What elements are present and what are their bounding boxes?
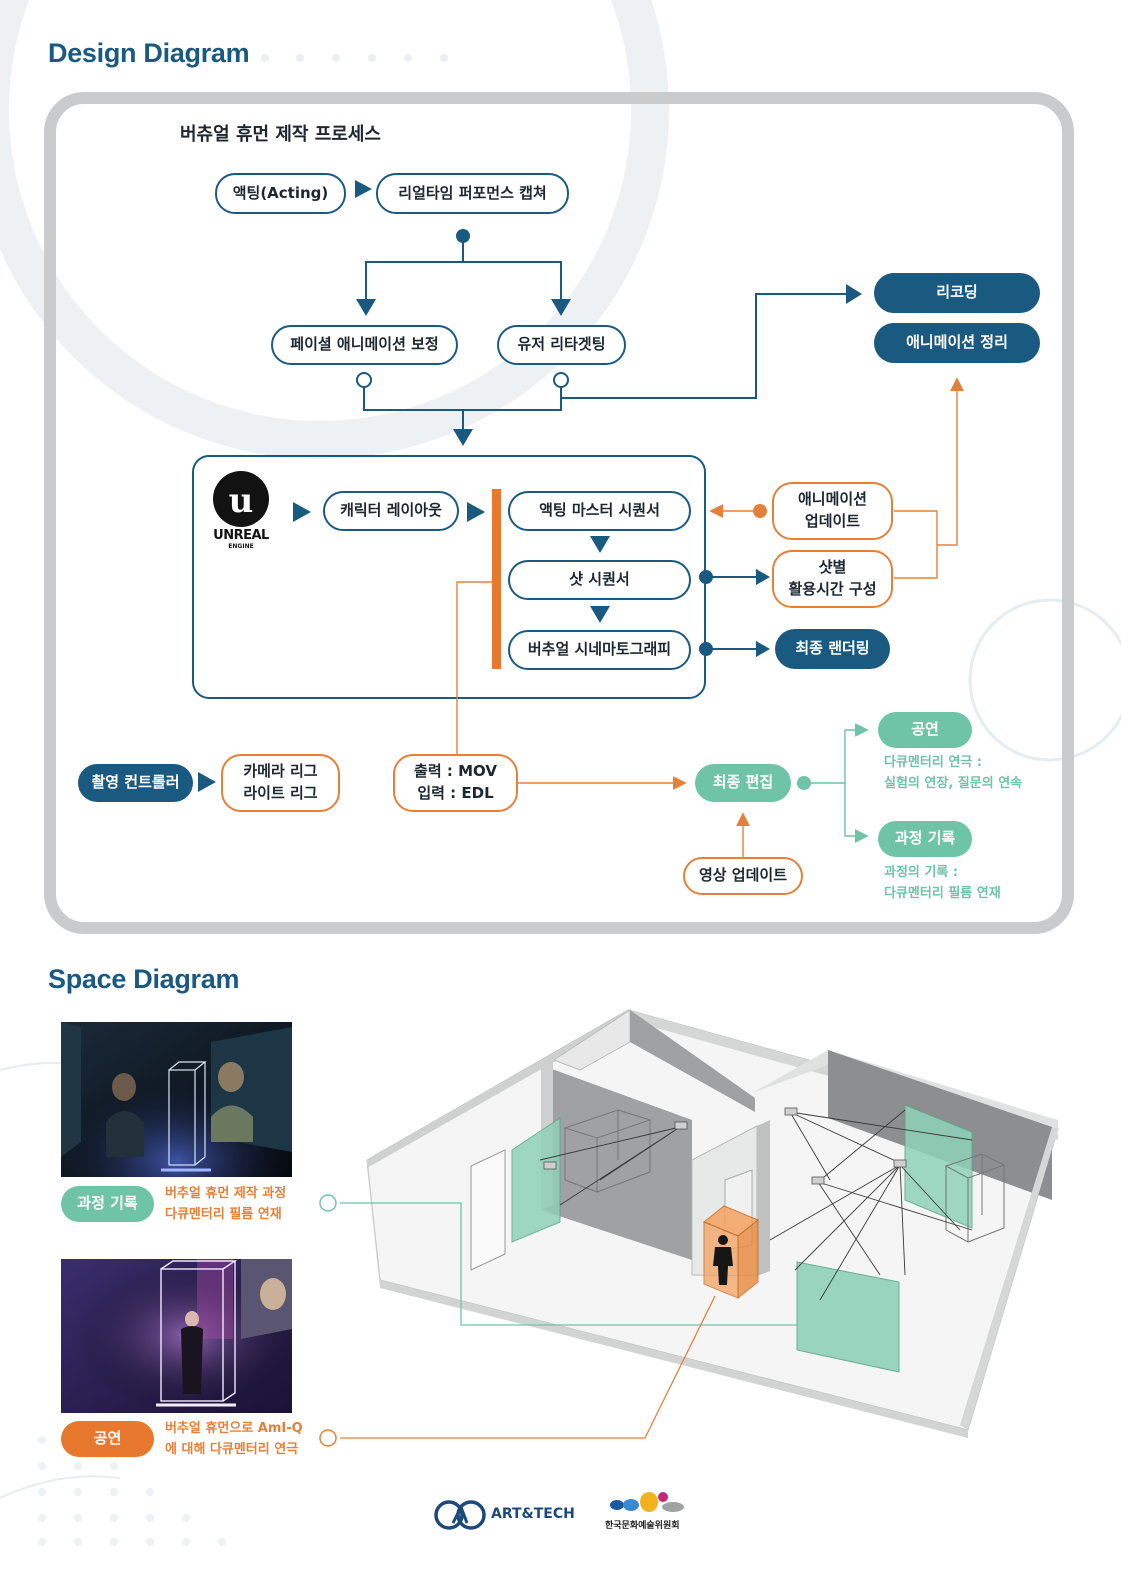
- design-diagram-frame: [44, 92, 1074, 934]
- space-diagram-title: Space Diagram: [48, 964, 240, 994]
- performance-note: 다큐멘터리 연극 : 실험의 연장, 질문의 연속: [884, 755, 1023, 791]
- performance-photo: [61, 1259, 292, 1413]
- node-animation-cleanup: 애니메이션 정리: [874, 323, 1040, 363]
- design-diagram-title: Design Diagram: [48, 38, 250, 68]
- arko-icon: [610, 1492, 684, 1512]
- record-note: 과정의 기록 : 다큐멘터리 필름 연재: [884, 865, 1001, 901]
- stage-photo-purple: [61, 1259, 292, 1413]
- node-camera-light-rig: 카메라 리그 라이트 리그: [221, 754, 340, 812]
- art-tech-icon: [434, 1500, 486, 1530]
- unreal-wordmark: UNREAL: [213, 528, 269, 543]
- space-isometric-drawing: [319, 1009, 1059, 1447]
- space-label-performance-note: 버추얼 휴먼으로 AmI-Q 에 대해 다큐멘터리 연극: [165, 1421, 303, 1457]
- diagram-connectors: [192, 180, 964, 857]
- node-process-record: 과정 기록: [878, 821, 972, 857]
- node-acting: 액팅(Acting): [215, 173, 346, 214]
- art-tech-logo: ART&TECH: [433, 1499, 575, 1531]
- node-shot-time-config: 샷별 활용시간 구성: [772, 550, 893, 608]
- node-final-rendering: 최종 랜더링: [775, 629, 890, 669]
- node-character-layout: 캐릭터 레이아웃: [323, 491, 459, 531]
- arko-logo: 한국문화예술위원회: [605, 1490, 695, 1534]
- unreal-engine-icon: u: [213, 471, 269, 527]
- node-recoding: 리코딩: [874, 273, 1040, 313]
- unreal-wordmark-sub: ENGINE: [228, 543, 254, 550]
- node-video-update: 영상 업데이트: [683, 857, 803, 895]
- arko-wordmark: 한국문화예술위원회: [605, 1521, 680, 1531]
- svg-text:u: u: [229, 481, 254, 521]
- node-performance-capture: 리얼타임 퍼포먼스 캡쳐: [376, 173, 569, 214]
- process-title: 버츄얼 휴먼 제작 프로세스: [180, 124, 381, 145]
- node-output-input: 출력 : MOV 입력 : EDL: [393, 754, 518, 812]
- node-user-retargeting: 유저 리타겟팅: [497, 325, 626, 365]
- node-facial-animation: 페이셜 애니메이션 보정: [271, 325, 458, 365]
- node-acting-master-sequencer: 액팅 마스터 시퀀서: [508, 491, 691, 531]
- space-label-process-note: 버추얼 휴먼 제작 과정 다큐멘터리 필름 연재: [165, 1186, 287, 1222]
- node-virtual-cinematography: 버추얼 시네마토그래피: [508, 630, 691, 670]
- art-tech-wordmark: ART&TECH: [491, 1506, 575, 1522]
- node-performance: 공연: [878, 712, 972, 748]
- node-shot-sequencer: 샷 시퀀서: [508, 560, 691, 600]
- unreal-engine-logo: u UNREAL ENGINE: [200, 470, 282, 554]
- node-final-edit: 최종 편집: [695, 764, 791, 802]
- stage-photo-dark: [61, 1022, 292, 1177]
- space-label-process-record: 과정 기록: [61, 1186, 154, 1222]
- node-animation-update: 애니메이션 업데이트: [772, 482, 893, 540]
- process-record-photo: [61, 1022, 292, 1177]
- space-label-performance: 공연: [61, 1421, 154, 1457]
- node-shoot-controller: 촬영 컨트롤러: [78, 764, 193, 802]
